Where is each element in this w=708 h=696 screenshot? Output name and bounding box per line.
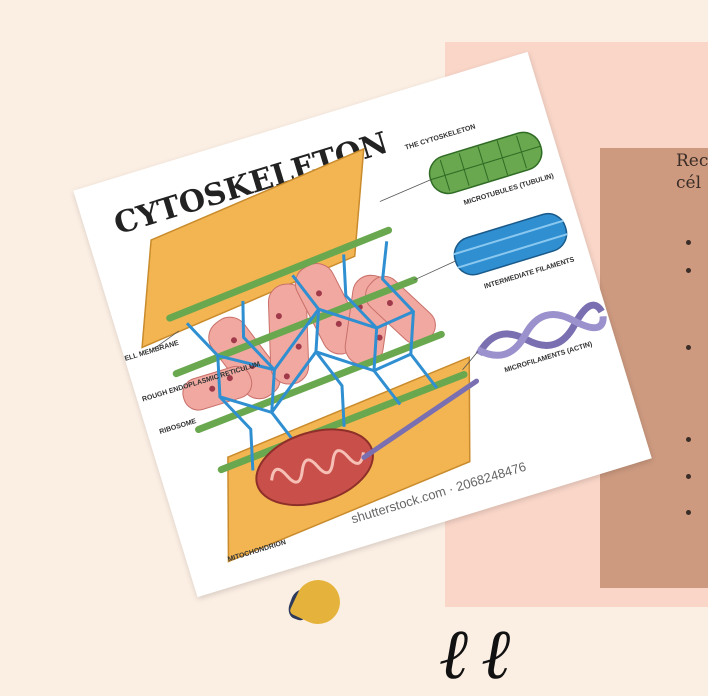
logo-shape: [289, 573, 347, 631]
bullet-dot: [686, 268, 691, 273]
bullet-dot: [686, 474, 691, 479]
label-ribosome: RIBOSOME: [159, 418, 198, 436]
inset-title: THE CYTOSKELETON: [404, 124, 476, 152]
bullet-dot: [686, 240, 691, 245]
connector-lines: [378, 180, 486, 379]
bullet-dot: [686, 345, 691, 350]
bullet-dot: [686, 510, 691, 515]
handwritten-script: ℓ ℓ: [440, 612, 506, 696]
bullet-dot: [686, 437, 691, 442]
bullet-list: [686, 0, 706, 669]
